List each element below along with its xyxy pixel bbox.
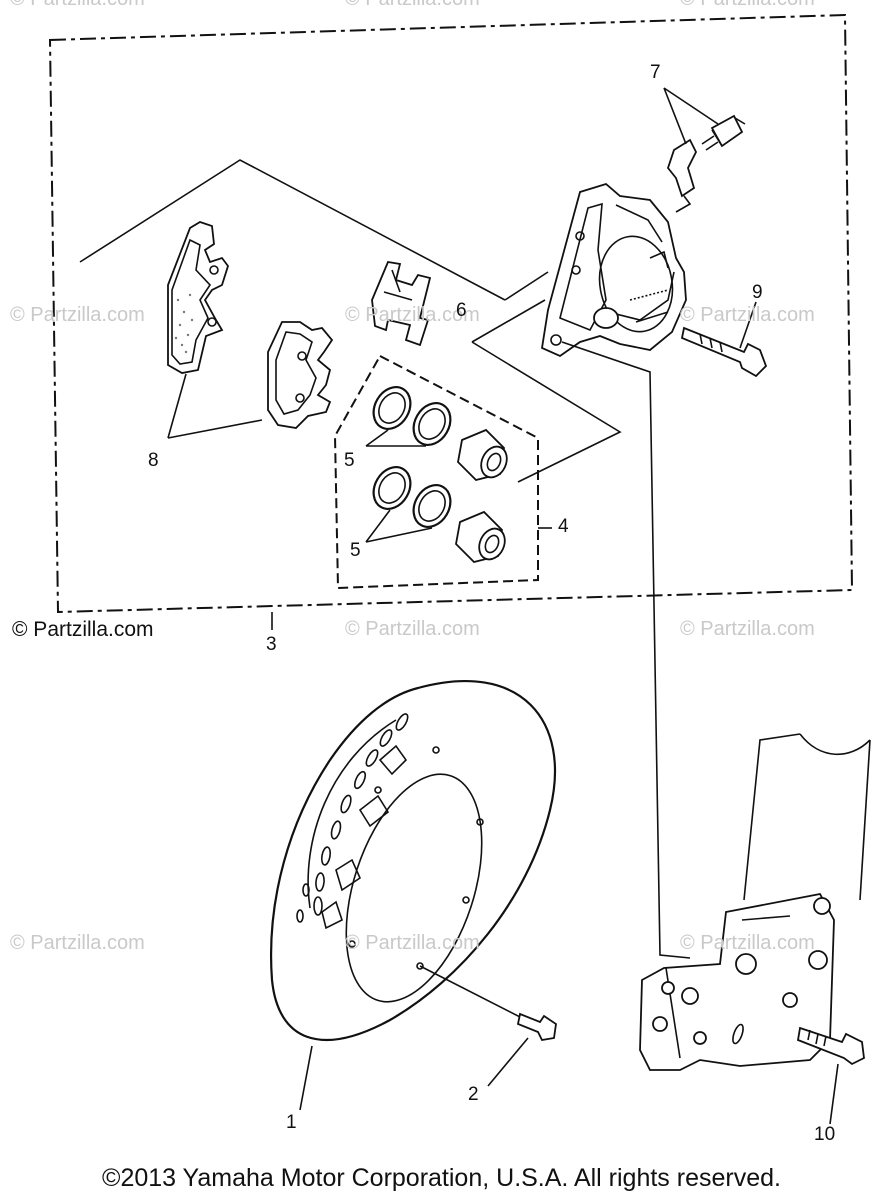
watermark: © Partzilla.com — [680, 304, 815, 326]
disc-bolt — [516, 1012, 557, 1041]
watermark: © Partzilla.com — [680, 0, 815, 11]
brake-pad-left — [167, 221, 229, 374]
callout-8: 8 — [148, 450, 159, 471]
pad-support-clip — [371, 260, 432, 347]
brake-pad-right — [267, 321, 334, 429]
callout-9: 9 — [752, 282, 763, 303]
copyright-notice: ©2013 Yamaha Motor Corporation, U.S.A. A… — [102, 1164, 781, 1192]
brake-disc — [270, 679, 556, 1042]
watermark: © Partzilla.com — [345, 618, 480, 640]
caliper-bolt — [680, 326, 768, 378]
watermark: © Partzilla.com — [680, 618, 815, 640]
watermark: © Partzilla.com — [10, 304, 145, 326]
watermark: © Partzilla.com — [345, 304, 480, 326]
callout-4: 4 — [558, 516, 569, 537]
callout-1: 1 — [286, 1112, 297, 1133]
watermark: © Partzilla.com — [345, 0, 480, 11]
watermark: © Partzilla.com — [680, 932, 815, 954]
watermark-main: © Partzilla.com — [12, 618, 154, 641]
pistons — [455, 428, 508, 563]
callout-10: 10 — [814, 1124, 836, 1145]
bleed-screw-and-cap — [666, 114, 746, 213]
callout-2: 2 — [468, 1084, 479, 1105]
caliper-mount-bolt — [796, 1026, 865, 1066]
piston-seals — [372, 386, 452, 528]
watermark: © Partzilla.com — [10, 932, 145, 954]
front-fork — [639, 733, 871, 1071]
watermark: © Partzilla.com — [345, 932, 480, 954]
brake-caliper — [541, 182, 687, 358]
callout-5a: 5 — [344, 450, 355, 471]
watermark: © Partzilla.com — [10, 0, 145, 11]
callout-3: 3 — [266, 634, 277, 655]
callout-7: 7 — [650, 62, 661, 83]
callout-5b: 5 — [350, 540, 361, 561]
seal-kit-boundary — [333, 354, 539, 590]
callout-6: 6 — [456, 300, 467, 321]
caliper-assembly-boundary — [48, 13, 854, 614]
